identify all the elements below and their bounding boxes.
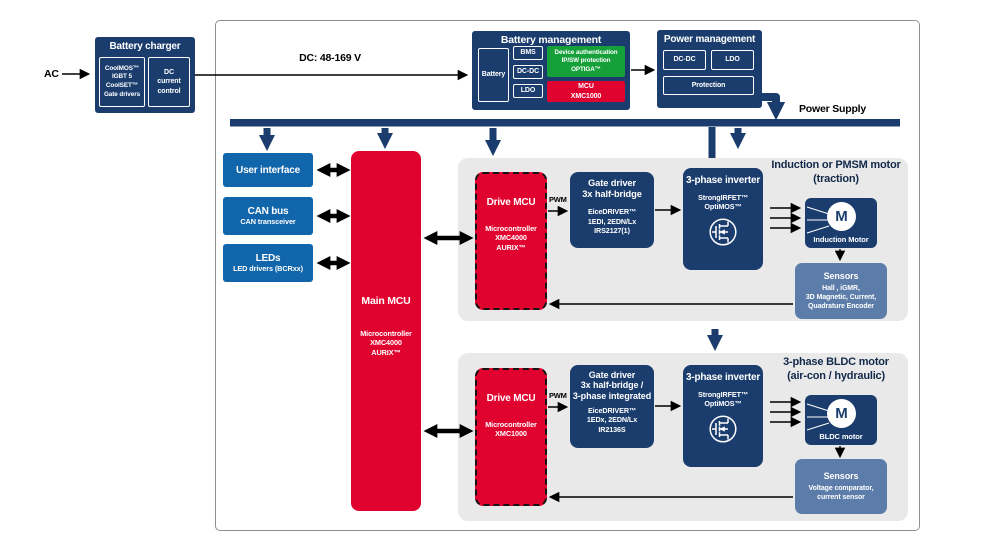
bldc-drive-mcu-title: Drive MCU	[486, 393, 536, 404]
motor-symbol-circle: M	[827, 399, 856, 428]
motor-phase-wires	[806, 403, 830, 431]
traction-inverter-title: 3-phase inverter	[685, 175, 761, 186]
pm-protection-chip: Protection	[663, 76, 754, 95]
bldc-inverter-parts: StrongIRFET™ OptiMOS™	[698, 390, 748, 409]
power-management-box: Power management DC-DC LDO Protection	[657, 30, 762, 108]
bms-mcu-chip: MCU XMC1000	[547, 81, 625, 102]
leds-box: LEDs LED drivers (BCRxx)	[223, 244, 313, 282]
battery-charger-dc-control-chip: DC current control	[148, 57, 190, 107]
bldc-inverter-box: 3-phase inverter StrongIRFET™ OptiMOS™	[683, 365, 763, 467]
traction-gate-driver-parts: EiceDRIVER™ 1EDI, 2EDN/Lx IRS2127(1)	[587, 207, 637, 236]
dc-link-label: DC: 48-169 V	[299, 52, 361, 64]
main-mcu-subtitle: Microcontroller XMC4000 AURIX™	[360, 329, 412, 357]
battery-charger-title: Battery charger	[109, 41, 181, 52]
main-mcu-box: Main MCU Microcontroller XMC4000 AURIX™	[351, 151, 421, 511]
bldc-sensors-box: Sensors Voltage comparator, current sens…	[795, 459, 887, 514]
traction-motor-box: M Induction Motor	[805, 198, 877, 248]
bldc-gate-driver-parts: EiceDRIVER™ 1EDx, 2EDN/Lx IR2136S	[586, 406, 638, 434]
pm-dcdc-chip: DC-DC	[663, 50, 706, 70]
battery-charger-box: Battery charger CoolMOS™ IGBT 5 CoolSET™…	[95, 37, 195, 113]
ldo-chip: LDO	[513, 84, 543, 98]
bldc-inverter-title: 3-phase inverter	[685, 372, 761, 383]
traction-inverter-parts: StrongIRFET™ OptiMOS™	[698, 193, 748, 212]
bldc-gate-driver-box: Gate driver 3x half-bridge / 3-phase int…	[570, 365, 654, 448]
traction-sensors-items: Hall , iGMR, 3D Magnetic, Current, Quadr…	[805, 285, 877, 311]
user-interface-box: User interface	[223, 153, 313, 187]
security-chip: Device authentication IP/SW protection O…	[547, 46, 625, 77]
bldc-sensors-title: Sensors	[823, 470, 859, 481]
mosfet-icon	[709, 415, 737, 443]
bldc-sensors-items: Voltage comparator, current sensor	[808, 485, 874, 502]
can-bus-title: CAN bus	[247, 205, 289, 217]
main-mcu-title: Main MCU	[361, 295, 411, 307]
battery-chip: Battery	[478, 48, 509, 102]
bldc-drive-mcu-subtitle: Microcontroller XMC1000	[485, 420, 537, 439]
power-management-title: Power management	[663, 34, 756, 45]
bldc-motor-symbol: M	[835, 405, 848, 422]
bms-chip: BMS	[513, 46, 543, 60]
motor-symbol-circle: M	[827, 202, 856, 231]
traction-sensors-box: Sensors Hall , iGMR, 3D Magnetic, Curren…	[795, 263, 887, 319]
can-bus-subtitle: CAN transceiver	[240, 216, 296, 226]
can-bus-box: CAN bus CAN transceiver	[223, 197, 313, 235]
traction-heading: Induction or PMSM motor (traction)	[771, 159, 901, 185]
leds-subtitle: LED drivers (BCRxx)	[233, 263, 303, 273]
power-supply-label: Power Supply	[799, 103, 867, 115]
traction-drive-mcu-subtitle: Microcontroller XMC4000 AURIX™	[485, 224, 537, 252]
leds-title: LEDs	[255, 252, 281, 264]
traction-inverter-box: 3-phase inverter StrongIRFET™ OptiMOS™	[683, 168, 763, 270]
traction-pwm-label: PWM	[549, 195, 567, 204]
bldc-drive-mcu-box: Drive MCU Microcontroller XMC1000	[475, 368, 547, 506]
mosfet-icon	[709, 218, 737, 246]
pm-ldo-chip: LDO	[711, 50, 754, 70]
traction-motor-symbol: M	[835, 208, 848, 225]
traction-drive-mcu-box: Drive MCU Microcontroller XMC4000 AURIX™	[475, 172, 547, 310]
traction-sensors-title: Sensors	[823, 270, 859, 281]
traction-motor-label: Induction Motor	[813, 235, 869, 245]
battery-management-title: Battery management	[500, 34, 602, 46]
traction-gate-driver-box: Gate driver 3x half-bridge EiceDRIVER™ 1…	[570, 172, 654, 248]
traction-drive-mcu-title: Drive MCU	[486, 197, 536, 208]
battery-management-box: Battery management Battery BMS DC-DC LDO…	[472, 31, 630, 110]
bldc-motor-label: BLDC motor	[819, 432, 863, 442]
bldc-motor-box: M BLDC motor	[805, 395, 877, 445]
bldc-pwm-label: PWM	[549, 391, 567, 400]
bldc-gate-driver-title: Gate driver 3x half-bridge / 3-phase int…	[572, 370, 652, 401]
bldc-heading: 3-phase BLDC motor (air-con / hydraulic)	[783, 356, 889, 382]
motor-phase-wires	[806, 206, 830, 234]
ac-label: AC	[44, 68, 59, 80]
battery-charger-power-chip: CoolMOS™ IGBT 5 CoolSET™ Gate drivers	[99, 57, 145, 107]
dcdc-chip: DC-DC	[513, 65, 543, 79]
traction-gate-driver-title: Gate driver 3x half-bridge	[582, 178, 642, 199]
system-boundary	[215, 20, 920, 531]
